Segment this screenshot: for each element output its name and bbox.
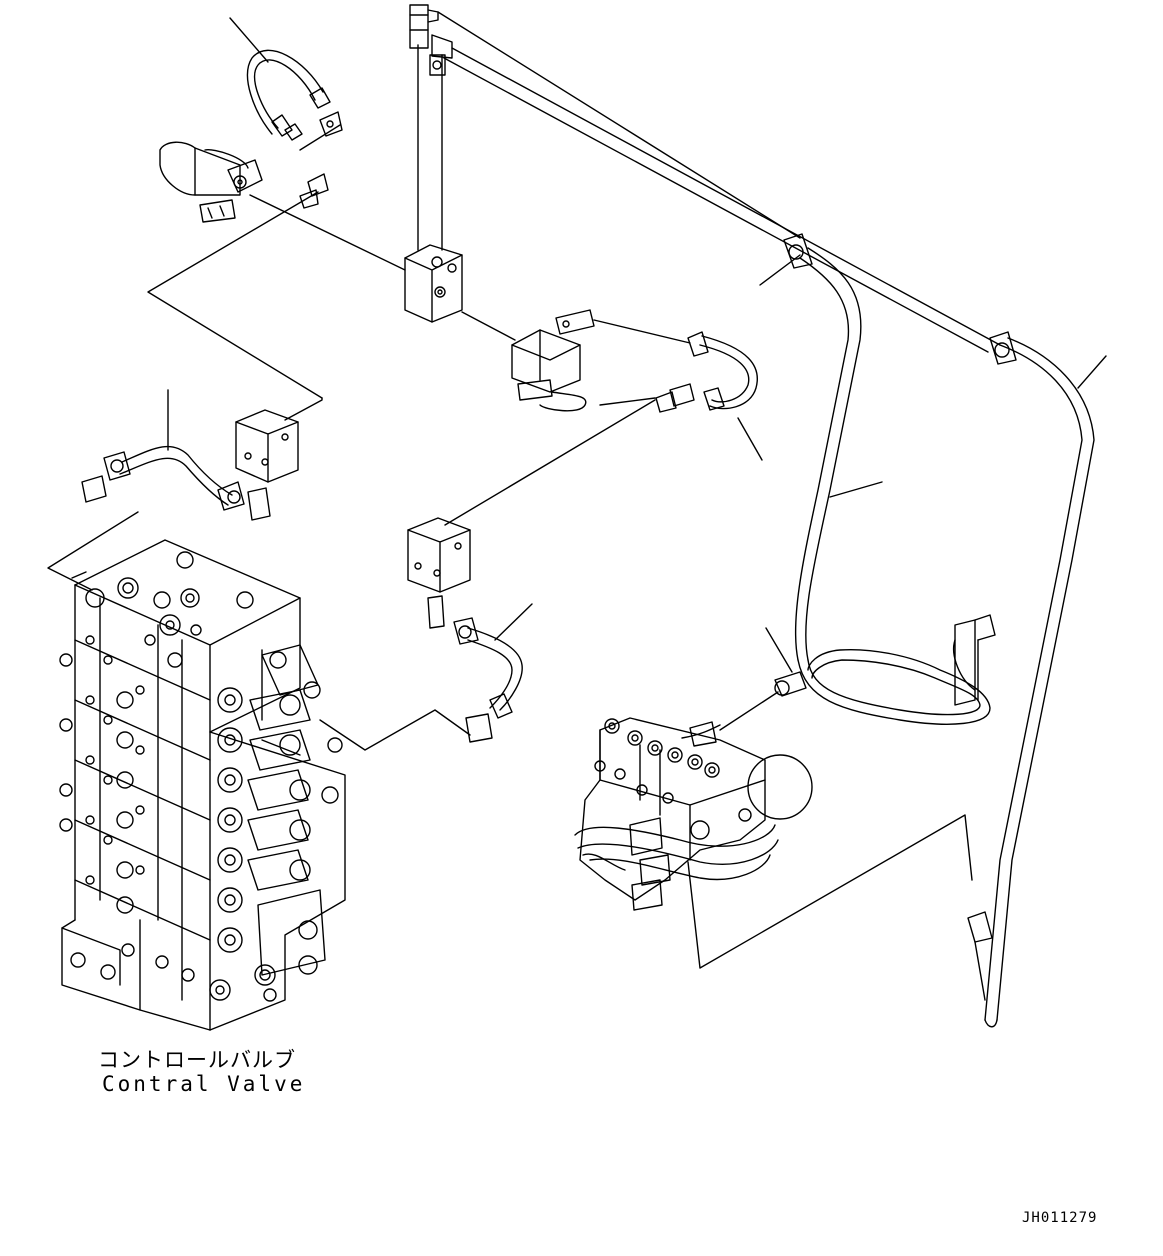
junction-block-left <box>235 409 299 483</box>
long-hose-right <box>967 331 1107 1028</box>
lower-leader-lines <box>47 511 471 751</box>
pilot-valve-assembly <box>574 717 813 911</box>
long-hose-mid <box>759 233 991 725</box>
manifold-block <box>404 244 463 323</box>
center-leader-lines <box>444 319 691 526</box>
center-s-hose <box>655 331 763 461</box>
control-valve-solenoids <box>247 644 326 976</box>
control-valve-label-jp: コントロールバルブ <box>98 1048 296 1072</box>
misc-lines <box>71 571 87 579</box>
control-valve-ports <box>59 551 343 1002</box>
drawing-id: JH011279 <box>1022 1210 1098 1226</box>
upper-left-fittings <box>299 111 343 209</box>
solenoid-valve-upper <box>159 141 263 223</box>
vertical-pipe-assembly <box>409 4 453 251</box>
center-j-hose <box>453 603 533 743</box>
pilot-leader-lines <box>687 691 973 969</box>
left-hose <box>81 389 271 521</box>
control-valve-body <box>61 539 346 1031</box>
mid-hose-bracket <box>953 614 996 706</box>
junction-block-center <box>407 517 471 629</box>
solenoid-valve-center <box>511 309 595 412</box>
upper-long-pipes <box>437 11 1001 353</box>
upper-left-hose <box>229 17 331 141</box>
upper-leader-lines <box>147 124 516 421</box>
control-valve-label-en: Contral Valve <box>102 1072 306 1096</box>
